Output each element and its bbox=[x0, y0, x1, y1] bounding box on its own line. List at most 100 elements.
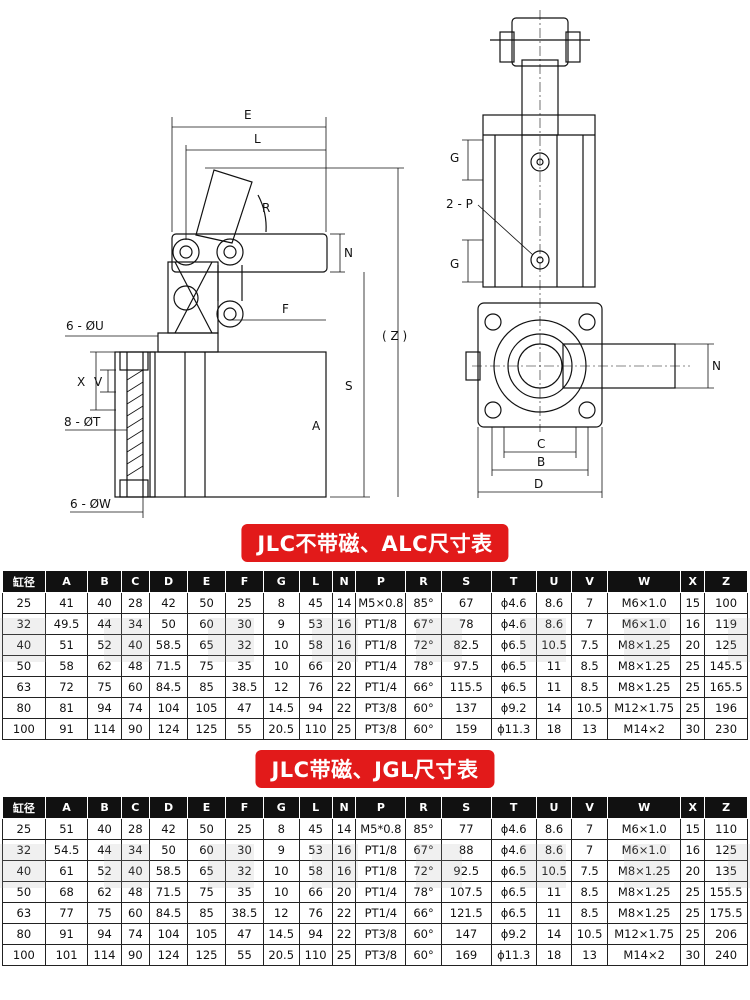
table-cell: 25 bbox=[2, 592, 46, 614]
table-cell: 90 bbox=[120, 718, 151, 740]
table-cell: 62 bbox=[87, 655, 122, 677]
table-cell: 16 bbox=[331, 860, 357, 882]
table-cell: 66° bbox=[405, 676, 442, 698]
table-cell: 47 bbox=[224, 697, 264, 719]
dim-label-e: E bbox=[244, 108, 252, 122]
table-cell: M8×1.25 bbox=[606, 676, 682, 698]
table-cell: 8.6 bbox=[535, 818, 573, 840]
table-cell: 7 bbox=[571, 613, 608, 635]
table-cell: 10.5 bbox=[571, 923, 608, 945]
table-cell: 78 bbox=[440, 613, 492, 635]
table-cell: PT3/8 bbox=[355, 944, 407, 966]
table-cell: 105 bbox=[187, 697, 226, 719]
table-cell: M5*0.8 bbox=[355, 818, 407, 840]
dim-label-g-bottom: G bbox=[450, 257, 459, 271]
table-cell: 50 bbox=[2, 881, 46, 903]
table-cell: 10 bbox=[262, 881, 300, 903]
table-cell: 80 bbox=[2, 697, 46, 719]
table-cell: 25 bbox=[680, 923, 706, 945]
column-header: 缸径 bbox=[2, 570, 46, 593]
top-view bbox=[482, 17, 596, 288]
table-cell: 78° bbox=[405, 655, 442, 677]
table-cell: 22 bbox=[331, 697, 357, 719]
table-cell: 67° bbox=[405, 839, 442, 861]
table-cell: 60 bbox=[187, 613, 226, 635]
table-cell: 44 bbox=[87, 839, 122, 861]
table-cell: 53 bbox=[298, 839, 333, 861]
table-cell: ϕ6.5 bbox=[490, 676, 537, 698]
dim-label-c: C bbox=[537, 437, 545, 451]
table-cell: 88 bbox=[440, 839, 492, 861]
table-cell: 25 bbox=[680, 676, 706, 698]
table-cell: 14 bbox=[535, 923, 573, 945]
table-cell: 38.5 bbox=[224, 676, 264, 698]
table-cell: 75 bbox=[187, 655, 226, 677]
table-cell: 100 bbox=[2, 944, 46, 966]
table-cell: 32 bbox=[2, 839, 46, 861]
column-header: P bbox=[355, 570, 407, 593]
table-cell: PT1/4 bbox=[355, 881, 407, 903]
table-cell: 74 bbox=[120, 923, 151, 945]
column-header: U bbox=[535, 796, 573, 819]
table-cell: PT1/8 bbox=[355, 860, 407, 882]
dim-label-g-top: G bbox=[450, 151, 459, 165]
dim-label-s: S bbox=[345, 379, 353, 393]
column-header: V bbox=[571, 796, 608, 819]
table-cell: M8×1.25 bbox=[606, 860, 682, 882]
table-cell: 94 bbox=[87, 923, 122, 945]
table1-title: JLC不带磁、ALC尺寸表 bbox=[241, 524, 509, 562]
table-cell: ϕ6.5 bbox=[490, 860, 537, 882]
column-header: F bbox=[224, 570, 264, 593]
table-cell: PT1/4 bbox=[355, 902, 407, 924]
table-cell: 71.5 bbox=[149, 881, 189, 903]
column-header: A bbox=[44, 570, 89, 593]
table-cell: 15 bbox=[680, 592, 706, 614]
table-cell: 50 bbox=[149, 839, 189, 861]
table-cell: 20 bbox=[680, 860, 706, 882]
table-cell: 42 bbox=[149, 592, 189, 614]
table-cell: 8.5 bbox=[571, 655, 608, 677]
table-cell: 75 bbox=[87, 676, 122, 698]
side-view-cylinder bbox=[114, 351, 327, 498]
table-cell: 7 bbox=[571, 839, 608, 861]
table-cell: 25 bbox=[224, 818, 264, 840]
column-header: E bbox=[187, 570, 226, 593]
table-cell: ϕ6.5 bbox=[490, 655, 537, 677]
column-header: P bbox=[355, 796, 407, 819]
table-cell: 25 bbox=[331, 944, 357, 966]
table-cell: 60° bbox=[405, 944, 442, 966]
table-cell: 85° bbox=[405, 818, 442, 840]
column-header: S bbox=[440, 796, 492, 819]
table-cell: 50 bbox=[2, 655, 46, 677]
table-cell: 7 bbox=[571, 818, 608, 840]
table-cell: ϕ11.3 bbox=[490, 944, 537, 966]
table-cell: 48 bbox=[120, 655, 151, 677]
table-cell: 63 bbox=[2, 676, 46, 698]
table-cell: 50 bbox=[187, 592, 226, 614]
table-cell: 169 bbox=[440, 944, 492, 966]
column-header: Z bbox=[704, 796, 748, 819]
column-header: F bbox=[224, 796, 264, 819]
table-cell: 13 bbox=[571, 718, 608, 740]
column-header: G bbox=[262, 570, 300, 593]
table-cell: 45 bbox=[298, 818, 333, 840]
table-cell: 62 bbox=[87, 881, 122, 903]
table-cell: 15 bbox=[680, 818, 706, 840]
table-cell: 25 bbox=[680, 881, 706, 903]
table-cell: 75 bbox=[87, 902, 122, 924]
table-cell: 159 bbox=[440, 718, 492, 740]
table-cell: 49.5 bbox=[44, 613, 89, 635]
table-cell: 58 bbox=[44, 655, 89, 677]
table-cell: 16 bbox=[331, 613, 357, 635]
table-cell: 7.5 bbox=[571, 634, 608, 656]
table-cell: 77 bbox=[44, 902, 89, 924]
table-cell: 137 bbox=[440, 697, 492, 719]
table-cell: 8 bbox=[262, 818, 300, 840]
table-cell: ϕ6.5 bbox=[490, 902, 537, 924]
table-cell: 165.5 bbox=[704, 676, 748, 698]
